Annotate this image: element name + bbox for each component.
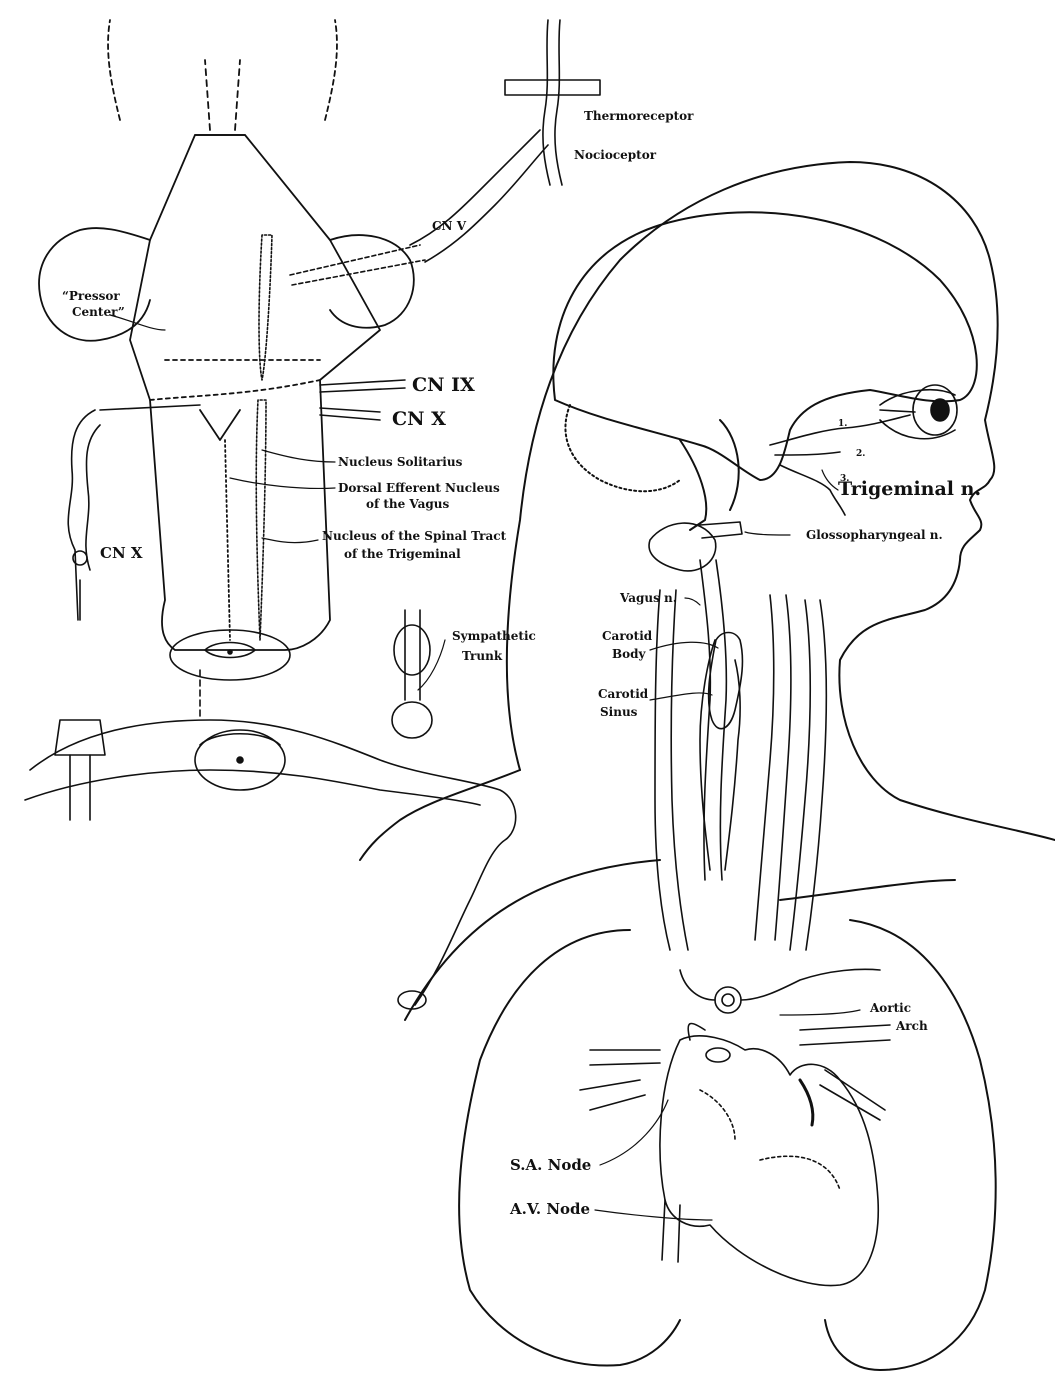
thermoreceptor-label: Thermoreceptor bbox=[584, 110, 693, 122]
sympathetic-trunk bbox=[25, 610, 516, 1009]
cn-x-left-label: CN X bbox=[100, 546, 143, 561]
cn-ix-label: CN IX bbox=[412, 376, 475, 395]
aortic-arch-label-line2: Arch bbox=[896, 1020, 928, 1032]
nucleus-solitarius-label: Nucleus Solitarius bbox=[338, 456, 462, 468]
trigeminal-branch-3-label: 3. bbox=[840, 475, 849, 484]
glossopharyngeal-nerve-label: Glossopharyngeal n. bbox=[806, 529, 943, 541]
trigeminal-nerve-label: Trigeminal n. bbox=[838, 480, 981, 499]
eye bbox=[880, 385, 957, 439]
sympathetic-trunk-label-line1: Sympathetic bbox=[452, 630, 536, 642]
carotid-sinus-label-line1: Carotid bbox=[598, 688, 648, 700]
head-silhouette bbox=[360, 162, 1055, 860]
pressor-center-label-line1: “Pressor bbox=[62, 290, 120, 302]
cranial-nerves-right bbox=[290, 245, 425, 420]
neck-vessels bbox=[655, 560, 826, 950]
dorsal-efferent-label-line1: Dorsal Efferent Nucleus bbox=[338, 482, 500, 494]
leader-lines bbox=[110, 315, 860, 1220]
vagus-left-loop bbox=[68, 405, 200, 620]
vagus-nerve-label: Vagus n. bbox=[620, 592, 677, 604]
spinal-cord-section bbox=[170, 630, 290, 720]
nociceptor-label: Nocioceptor bbox=[574, 149, 656, 161]
sympathetic-trunk-label-line2: Trunk bbox=[462, 650, 502, 662]
dorsal-efferent-label-line2: of the Vagus bbox=[366, 498, 449, 510]
heart bbox=[660, 1023, 878, 1285]
shoulder-outline bbox=[405, 860, 955, 1020]
carotid-sinus-label-line2: Sinus bbox=[600, 706, 637, 718]
carotid-body-label-line1: Carotid bbox=[602, 630, 652, 642]
spinal-tract-label-line1: Nucleus of the Spinal Tract bbox=[322, 530, 506, 542]
spinal-tract-label-line2: of the Trigeminal bbox=[344, 548, 461, 560]
aortic-arch-label-line1: Aortic bbox=[870, 1002, 911, 1014]
cn-x-upper-label: CN X bbox=[392, 410, 446, 429]
cn-v-label: CN V bbox=[432, 220, 466, 232]
pressor-center-label-line2: Center” bbox=[72, 306, 125, 318]
trigeminal-branch-1-label: 1. bbox=[838, 420, 847, 429]
brainstem-neck bbox=[649, 522, 742, 571]
spinal-tract-nucleus bbox=[256, 235, 272, 640]
sa-node-label: S.A. Node bbox=[510, 1158, 591, 1173]
av-node-label: A.V. Node bbox=[510, 1202, 590, 1217]
trigeminal-branch-2-label: 2. bbox=[856, 450, 865, 459]
carotid-body-label-line2: Body bbox=[612, 648, 646, 660]
